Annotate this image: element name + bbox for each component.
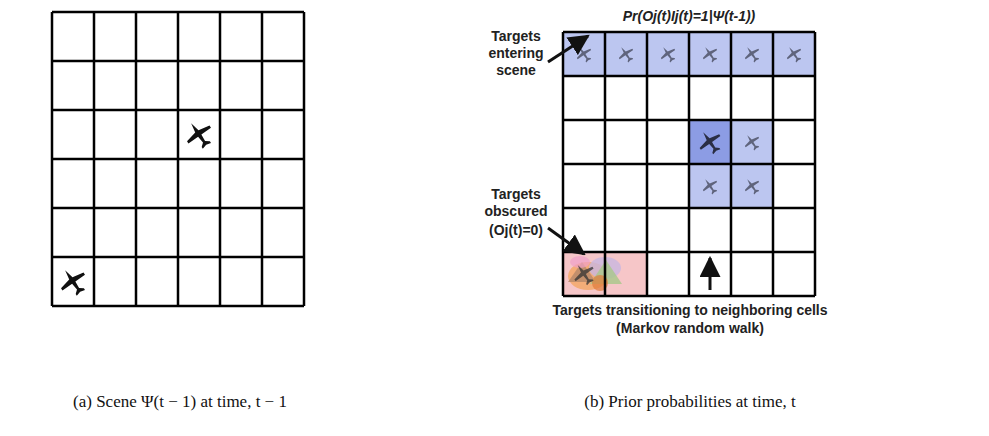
cell-fill [689, 164, 731, 208]
grid-lines [52, 12, 815, 306]
grid-line [219, 12, 222, 306]
cell-fill [773, 32, 815, 76]
grid-line [52, 256, 304, 259]
target-icon [699, 43, 722, 66]
grid-line [261, 12, 264, 306]
cell-fills [563, 32, 815, 296]
cell-fill [605, 32, 647, 76]
subfigure-caption: (a) Scene Ψ(t − 1) at time, t − 1 [20, 392, 340, 412]
grid-line [52, 158, 304, 161]
grid-line [814, 32, 817, 296]
target-icon [699, 175, 722, 198]
target-icon [741, 131, 764, 154]
target-icon [783, 43, 806, 66]
target-icon [54, 262, 92, 300]
grid-line [772, 32, 775, 296]
target-icon [615, 43, 638, 66]
cell-fill [731, 32, 773, 76]
annotation: Targets entering scene [478, 28, 554, 78]
cell-fill [689, 32, 731, 76]
target-icon [657, 43, 680, 66]
grid-line [303, 12, 306, 306]
target-icon [573, 43, 596, 66]
cell-fill [689, 120, 731, 164]
annotation: Targets transitioning to neighboring cel… [540, 302, 840, 319]
grid-line [52, 305, 304, 308]
annotation: (Markov random walk) [540, 320, 840, 337]
probability-heading: Pr(Oj(t)Ij(t)=1|Ψ(t-1)) [563, 8, 815, 25]
subfigure-caption: (b) Prior probabilities at time, t [530, 392, 850, 412]
annotation: Targets obscured [478, 186, 554, 220]
target-icon [180, 115, 218, 153]
target-icon [741, 175, 764, 198]
grid-line [563, 295, 815, 298]
pointer-arrows [548, 36, 710, 290]
grid-line [563, 163, 815, 166]
cell-fill [647, 32, 689, 76]
grid-line [563, 207, 815, 210]
obscurant [568, 256, 622, 291]
target-icons [54, 43, 806, 301]
target-icon [569, 259, 600, 290]
grid-line [730, 32, 733, 296]
cell-fill [731, 120, 773, 164]
annotation: (Oj(t)=0) [474, 222, 558, 239]
cell-fill [731, 164, 773, 208]
target-icon [741, 43, 764, 66]
target-icon [693, 125, 726, 158]
grid-line [52, 207, 304, 210]
grid-line [563, 251, 815, 254]
